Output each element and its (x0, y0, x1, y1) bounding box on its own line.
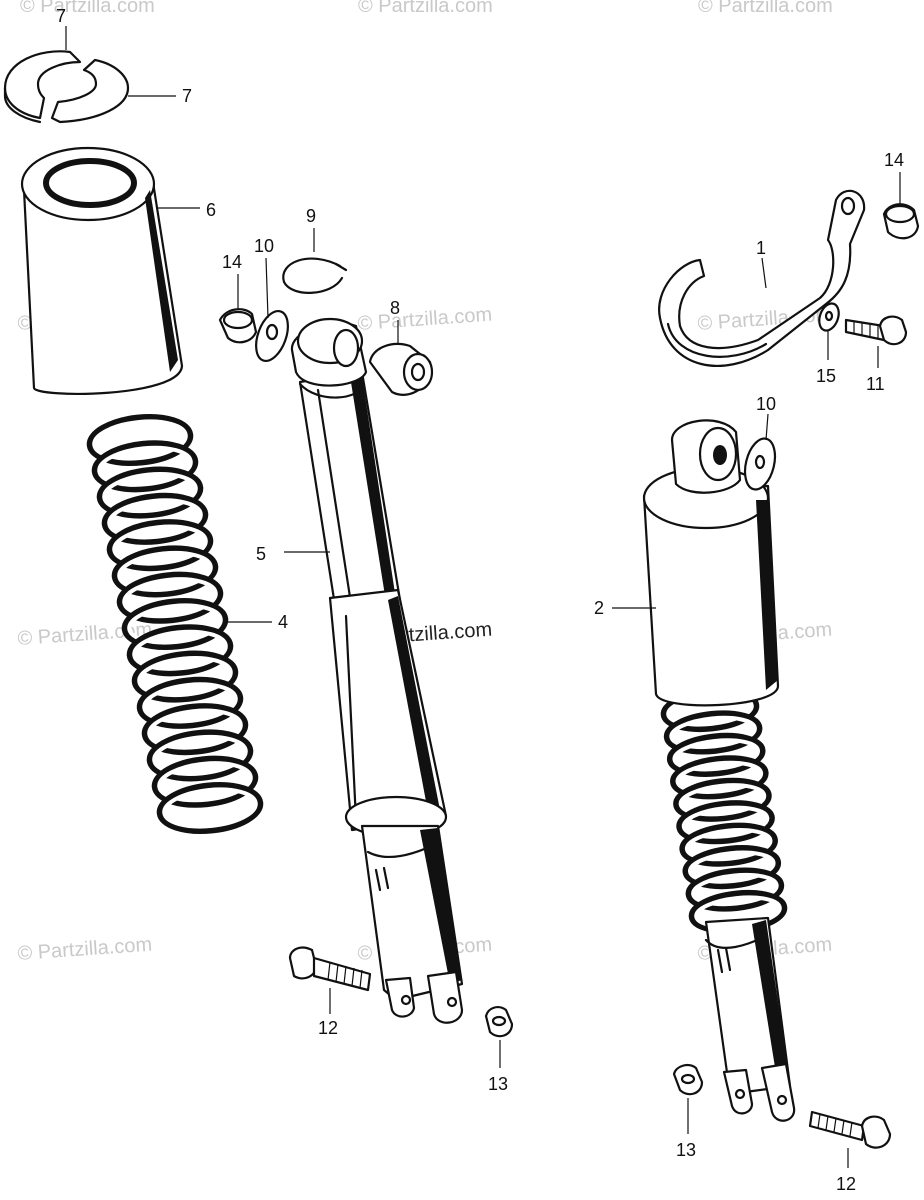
cap-nut-part-14 (218, 308, 258, 344)
spring-coil-highlight (678, 783, 767, 817)
spring-coil (156, 782, 264, 834)
callout-9: 9 (306, 206, 316, 226)
spring-coil (151, 755, 259, 808)
spring-coil-highlight (684, 828, 773, 862)
spring-coil (146, 729, 254, 782)
spring-coil-highlight (152, 734, 248, 776)
nut-part-13 (672, 1064, 704, 1096)
callout-10: 10 (756, 394, 776, 414)
watermark: © Partzilla.com (358, 0, 493, 17)
spring-coil-highlight (675, 760, 764, 794)
cap-nut-part-14 (882, 203, 920, 240)
spring-coil (111, 545, 219, 598)
upper-cover-part-6 (20, 146, 184, 395)
callout-10: 10 (254, 236, 274, 256)
spring-coil-highlight (162, 787, 258, 829)
watermark: © Partzilla.com (698, 0, 833, 17)
callout-12: 12 (318, 1018, 338, 1038)
callout-5: 5 (256, 544, 266, 564)
callout-14: 14 (884, 150, 904, 170)
spring-coil (682, 845, 782, 890)
spring-coil-highlight (672, 738, 761, 772)
spring-coil-highlight (107, 498, 203, 540)
spring-coil (663, 710, 763, 755)
bolt-part-12 (808, 1110, 892, 1149)
spring-coil-highlight (97, 445, 193, 487)
spring-coil (141, 703, 249, 756)
spring-coil (685, 867, 785, 912)
spring-coil-highlight (157, 761, 253, 803)
bolt-part-12 (288, 946, 372, 992)
spring-coil-highlight (127, 603, 223, 645)
watermark: © Partzilla.com (357, 304, 493, 335)
callout-12: 12 (836, 1174, 856, 1194)
callout-6: 6 (206, 200, 216, 220)
spring-coil (96, 466, 204, 519)
spring-coil (676, 800, 775, 845)
leader-lines (65, 26, 901, 1168)
callout-numbers: 7 7 6 9 14 10 8 5 4 1 14 15 11 10 2 12 1… (56, 6, 904, 1194)
spring-coil (131, 650, 239, 703)
spring-coil (86, 414, 194, 466)
bolt-part-11 (844, 315, 908, 346)
spring-coil (673, 777, 772, 822)
shock-assembly-part-2 (642, 419, 796, 1122)
spring-coil-highlight (687, 850, 776, 884)
damper-part-5 (290, 317, 464, 1024)
spring-coil (670, 755, 769, 800)
spring-coil-highlight (691, 872, 779, 907)
spring-coil-highlight (681, 805, 770, 839)
callout-1: 1 (756, 238, 766, 258)
spring-coil-highlight (142, 682, 238, 724)
spring-coil-highlight (102, 472, 198, 514)
snap-ring-part-9 (282, 257, 348, 294)
spring-coil-highlight (117, 550, 213, 592)
spring-coil (121, 598, 229, 650)
nut-part-13 (484, 1006, 514, 1038)
spring-coil (126, 624, 234, 677)
spring-coil (136, 676, 244, 729)
callout-13: 13 (488, 1074, 508, 1094)
shock-spring (660, 687, 788, 935)
callout-8: 8 (390, 298, 400, 318)
spring-coil (679, 822, 778, 867)
callout-7: 7 (182, 86, 192, 106)
spring-coil (106, 519, 214, 572)
spring-coil (666, 732, 766, 777)
split-collar-part-7 (3, 50, 130, 124)
spring-coil-highlight (122, 577, 218, 619)
coil-spring-part-4 (86, 414, 264, 834)
spring-coil-highlight (137, 656, 233, 698)
washer-part-10 (255, 310, 289, 362)
spring-coil-highlight (669, 715, 757, 750)
spring-coil-highlight (132, 629, 228, 671)
callout-15: 15 (816, 366, 836, 386)
callout-11: 11 (866, 374, 885, 394)
watermark: © Partzilla.com (20, 0, 155, 17)
callout-7: 7 (56, 6, 66, 26)
spring-coil (91, 440, 199, 493)
callout-4: 4 (278, 612, 288, 632)
callout-14: 14 (222, 252, 242, 272)
callout-13: 13 (676, 1140, 696, 1160)
callout-2: 2 (594, 598, 604, 618)
spring-coil-highlight (112, 524, 208, 566)
spring-coil-highlight (92, 419, 188, 461)
spring-coil (116, 571, 224, 624)
bracket-part-1 (658, 189, 866, 367)
watermark: © Partzilla.com (17, 934, 153, 965)
spring-coil-highlight (147, 708, 243, 750)
washer-part-15 (818, 302, 840, 332)
bushing-part-8 (368, 342, 434, 396)
spring-coil (101, 492, 209, 545)
